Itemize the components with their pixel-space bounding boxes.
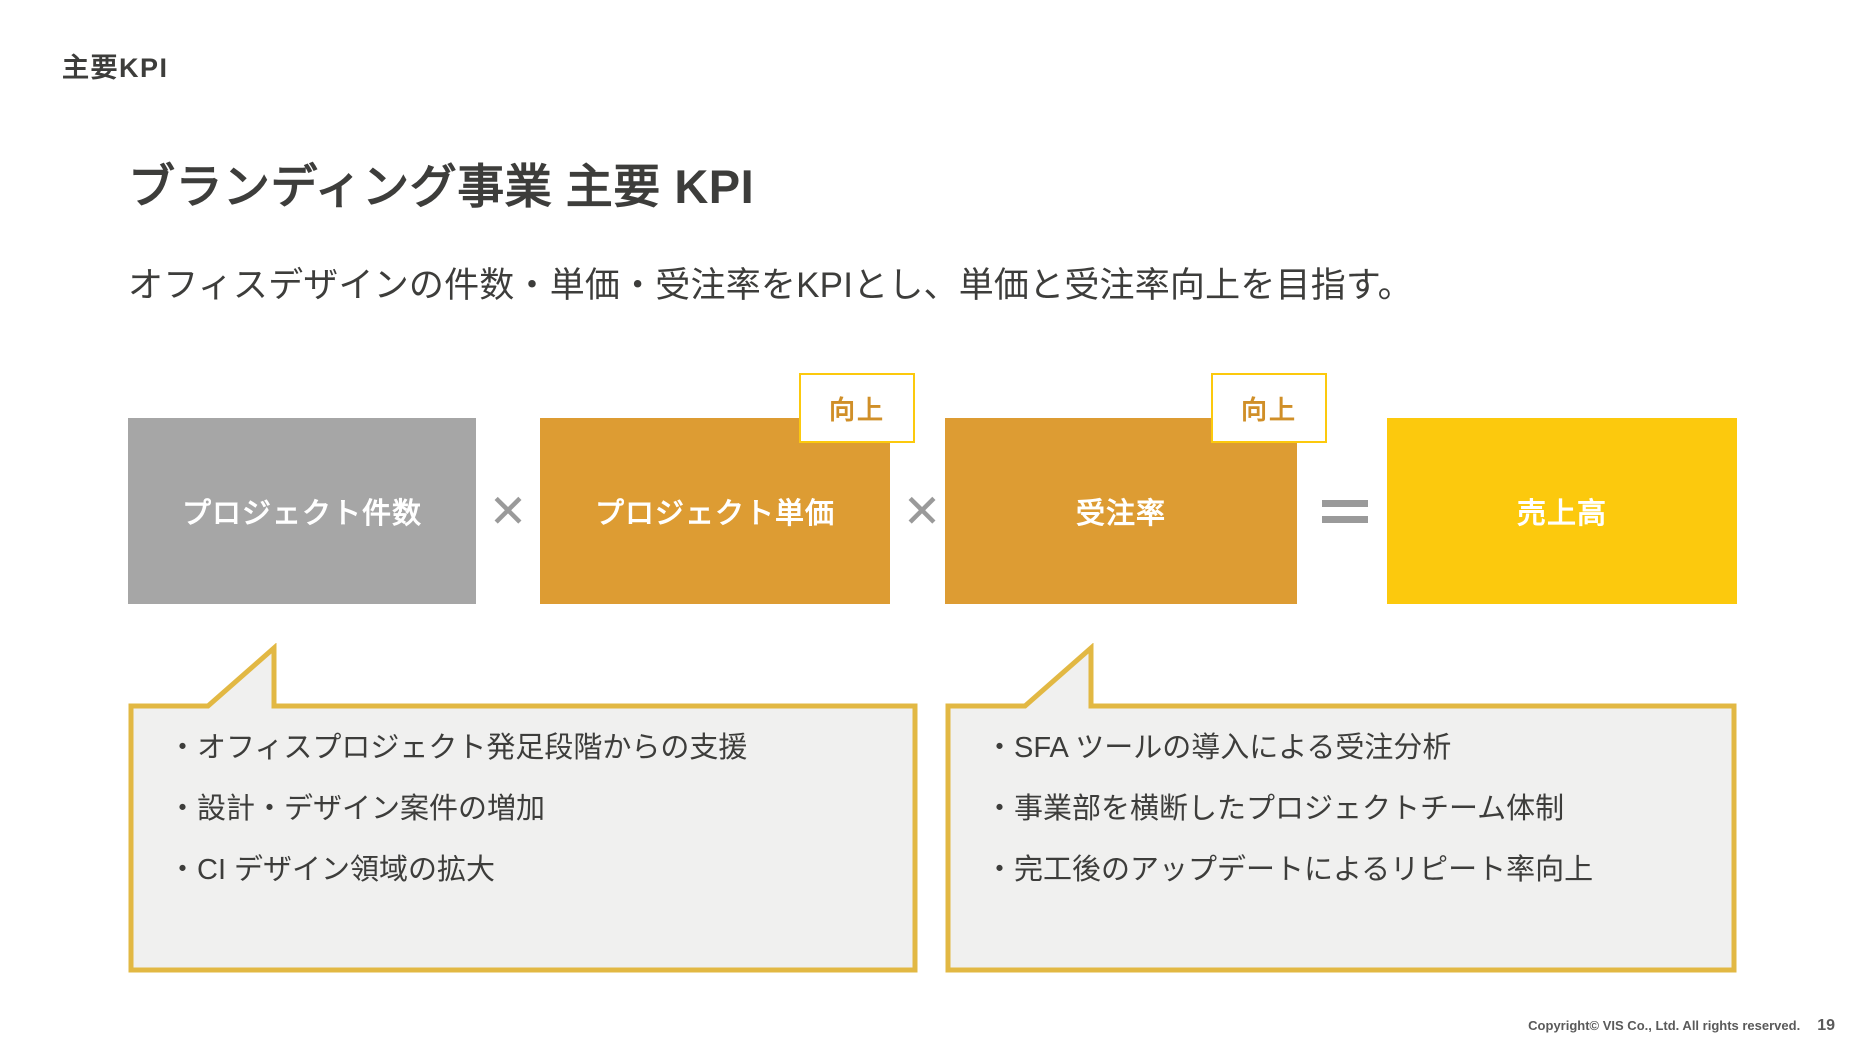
equals-icon-bar-bottom — [1322, 515, 1368, 523]
eyebrow-label: 主要KPI — [62, 53, 169, 83]
equals-icon-bar-top — [1322, 499, 1368, 507]
operator-equals — [1303, 418, 1387, 604]
callout-bullet-list: ・SFA ツールの導入による受注分析 ・事業部を横断したプロジェクトチーム体制 … — [985, 718, 1713, 901]
kpi-box-label: 売上高 — [1516, 498, 1607, 530]
page-title: ブランディング事業 主要 KPI — [128, 160, 755, 213]
callout-bubble-path — [945, 643, 1737, 973]
slide-footer: Copyright© VIS Co., Ltd. All rights rese… — [1528, 1017, 1835, 1035]
kpi-box-project-count: プロジェクト件数 — [128, 418, 476, 604]
kpi-box-label: プロジェクト単価 — [594, 498, 835, 530]
callout-bullet-list: ・オフィスプロジェクト発足段階からの支援 ・設計・デザイン案件の増加 ・CI デ… — [168, 718, 894, 901]
copyright-text: Copyright© VIS Co., Ltd. All rights rese… — [1528, 1018, 1801, 1033]
callout-shape — [945, 643, 1737, 973]
callout-bubble-path — [128, 643, 918, 973]
list-item: ・完工後のアップデートによるリピート率向上 — [985, 854, 1594, 886]
multiply-icon: ✕ — [488, 485, 528, 537]
list-item: ・設計・デザイン案件の増加 — [168, 793, 546, 825]
callout-shape — [128, 643, 918, 973]
multiply-icon: ✕ — [902, 485, 942, 537]
list-item: ・SFA ツールの導入による受注分析 — [985, 732, 1452, 764]
kpi-box-label: 受注率 — [1075, 498, 1166, 530]
list-item: ・CI デザイン領域の拡大 — [168, 854, 496, 886]
list-item: ・事業部を横断したプロジェクトチーム体制 — [985, 793, 1565, 825]
badge-improve-order-rate: 向上 — [1211, 373, 1327, 443]
callout-unit-price: ・オフィスプロジェクト発足段階からの支援 ・設計・デザイン案件の増加 ・CI デ… — [128, 643, 918, 973]
badge-improve-unit-price: 向上 — [799, 373, 915, 443]
lead-paragraph: オフィスデザインの件数・単価・受注率をKPIとし、単価と受注率向上を目指す。 — [128, 266, 1413, 305]
page-number: 19 — [1817, 1017, 1835, 1034]
badge-label: 向上 — [1240, 394, 1297, 425]
kpi-box-order-rate: 受注率 — [945, 418, 1297, 604]
kpi-box-label: プロジェクト件数 — [181, 498, 422, 530]
badge-label: 向上 — [828, 394, 885, 425]
kpi-box-project-unit-price: プロジェクト単価 — [540, 418, 890, 604]
list-item: ・オフィスプロジェクト発足段階からの支援 — [168, 732, 748, 764]
kpi-box-revenue: 売上高 — [1387, 418, 1737, 604]
operator-multiply-1: ✕ — [476, 418, 540, 604]
operator-multiply-2: ✕ — [890, 418, 954, 604]
callout-order-rate: ・SFA ツールの導入による受注分析 ・事業部を横断したプロジェクトチーム体制 … — [945, 643, 1737, 973]
